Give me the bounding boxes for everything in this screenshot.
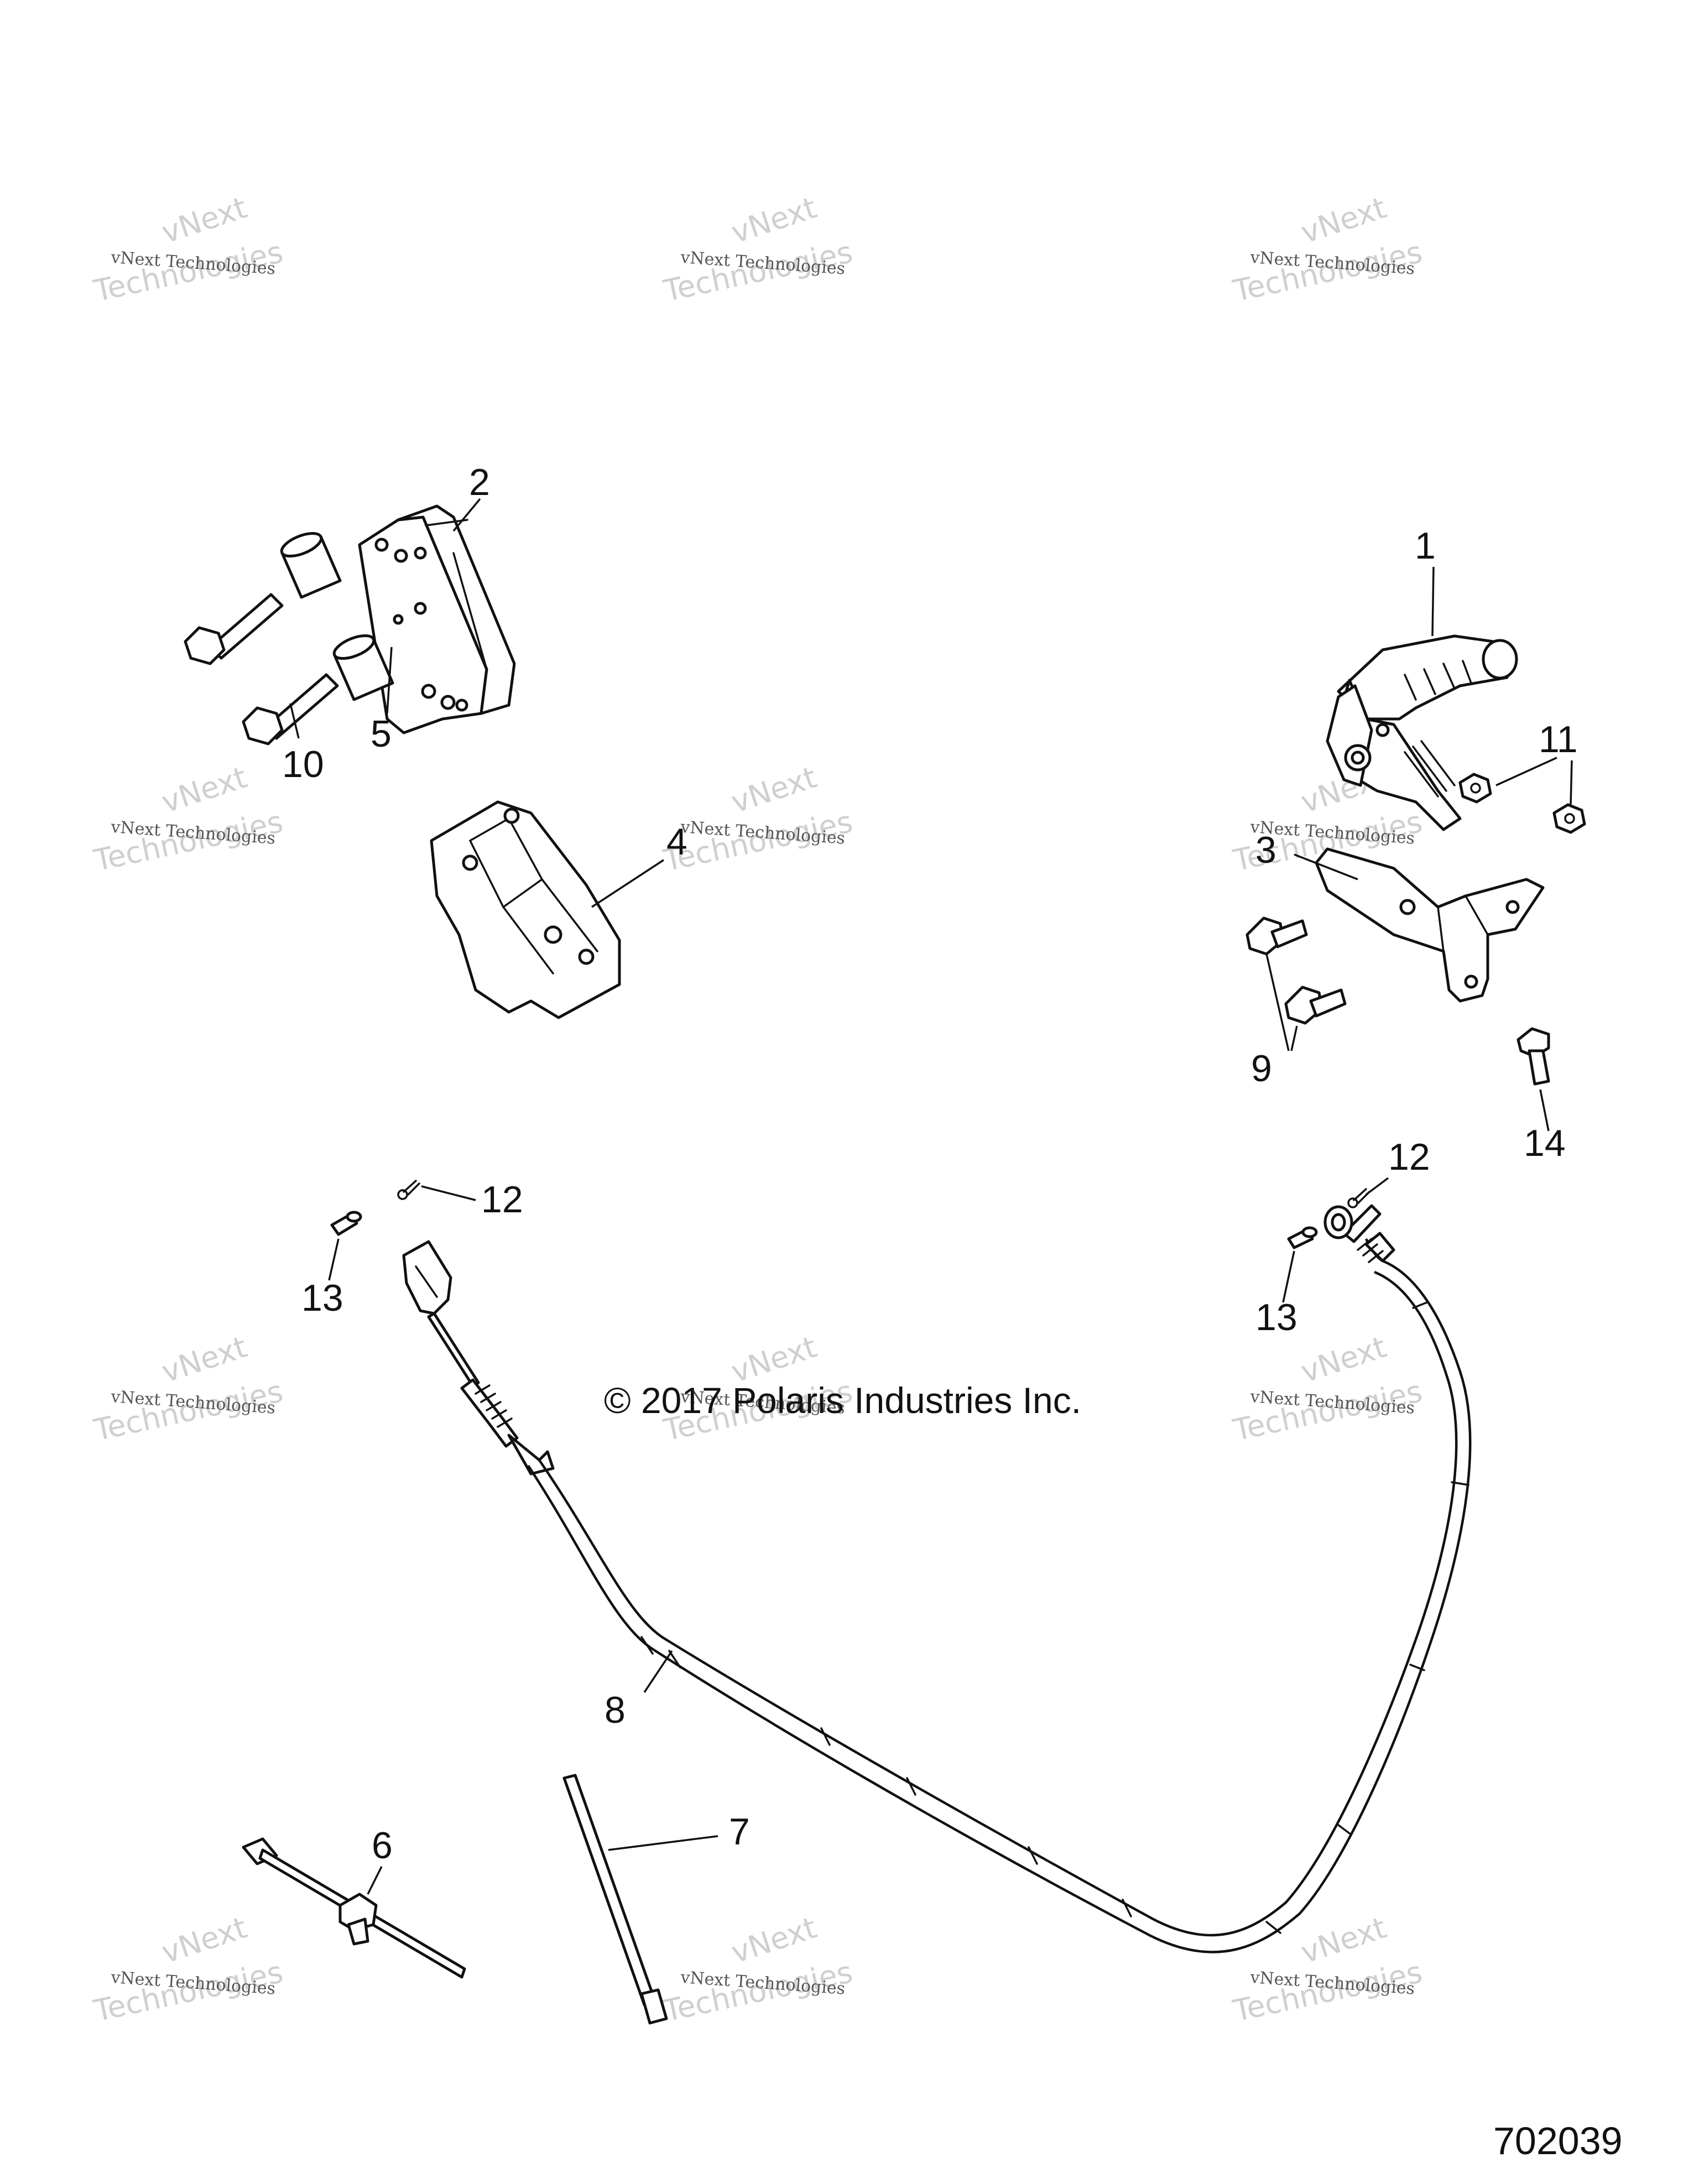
callout-8: 8 [604, 1689, 626, 1731]
screw [1516, 1027, 1550, 1132]
lever-bracket [358, 504, 516, 734]
callout-1: 1 [1415, 525, 1436, 567]
callout-6: 6 [372, 1825, 393, 1867]
screw [1284, 986, 1347, 1025]
watermark-brand-large: vNext [1297, 1910, 1391, 1971]
spacer [280, 531, 342, 599]
cable-tie [562, 1774, 718, 2025]
callout-2: 2 [469, 461, 490, 503]
brake-cable [402, 1204, 1472, 1953]
spacer [332, 634, 394, 701]
callout-10: 10 [282, 743, 324, 785]
callout-4: 4 [666, 821, 687, 863]
watermark-brand-large: vNext [1297, 190, 1391, 251]
callout-5: 5 [371, 713, 392, 755]
support-bracket [430, 800, 664, 1019]
callout-12b: 12 [1388, 1136, 1430, 1178]
callout-13a: 13 [301, 1277, 343, 1319]
callout-13b: 13 [1255, 1296, 1297, 1338]
lever-bracket-assembly [184, 498, 516, 746]
callout-14: 14 [1524, 1122, 1566, 1164]
callout-3: 3 [1255, 829, 1276, 871]
watermark-brand-large: vNext [1297, 1330, 1391, 1390]
nut [1552, 803, 1586, 834]
watermark-brand-large: vNext [727, 190, 821, 251]
watermark-brand-large: vNext [727, 760, 821, 820]
callout-labels: 1 2 3 4 5 6 7 8 9 10 11 12 12 13 13 14 [282, 461, 1578, 1867]
screw [1245, 916, 1308, 956]
clevis-pin [328, 1211, 362, 1281]
figure-number: 702039 [1493, 2119, 1623, 2162]
parking-brake-lever [1326, 566, 1518, 831]
clevis-pin [1282, 1226, 1318, 1303]
copyright-notice: © 2017 Polaris Industries Inc. [604, 1380, 1081, 1421]
callout-9: 9 [1251, 1047, 1272, 1090]
watermark-brand-large: vNext [158, 760, 252, 820]
cotter-pin [397, 1180, 476, 1201]
callout-7: 7 [729, 1811, 750, 1853]
nut [1458, 773, 1492, 804]
watermark-brand-large: vNext [158, 1910, 252, 1971]
callout-11: 11 [1539, 718, 1578, 760]
bolt [184, 593, 284, 665]
bolt [242, 673, 339, 746]
cotter-pin [1347, 1177, 1389, 1208]
watermark-brand-large: vNext [158, 190, 252, 251]
mounting-bracket [1294, 847, 1545, 1003]
watermark-brand-large: vNext [158, 1330, 252, 1390]
callout-12a: 12 [481, 1179, 523, 1221]
push-mount-tie [242, 1837, 466, 1979]
watermark-brand-large: vNext [727, 1910, 821, 1971]
